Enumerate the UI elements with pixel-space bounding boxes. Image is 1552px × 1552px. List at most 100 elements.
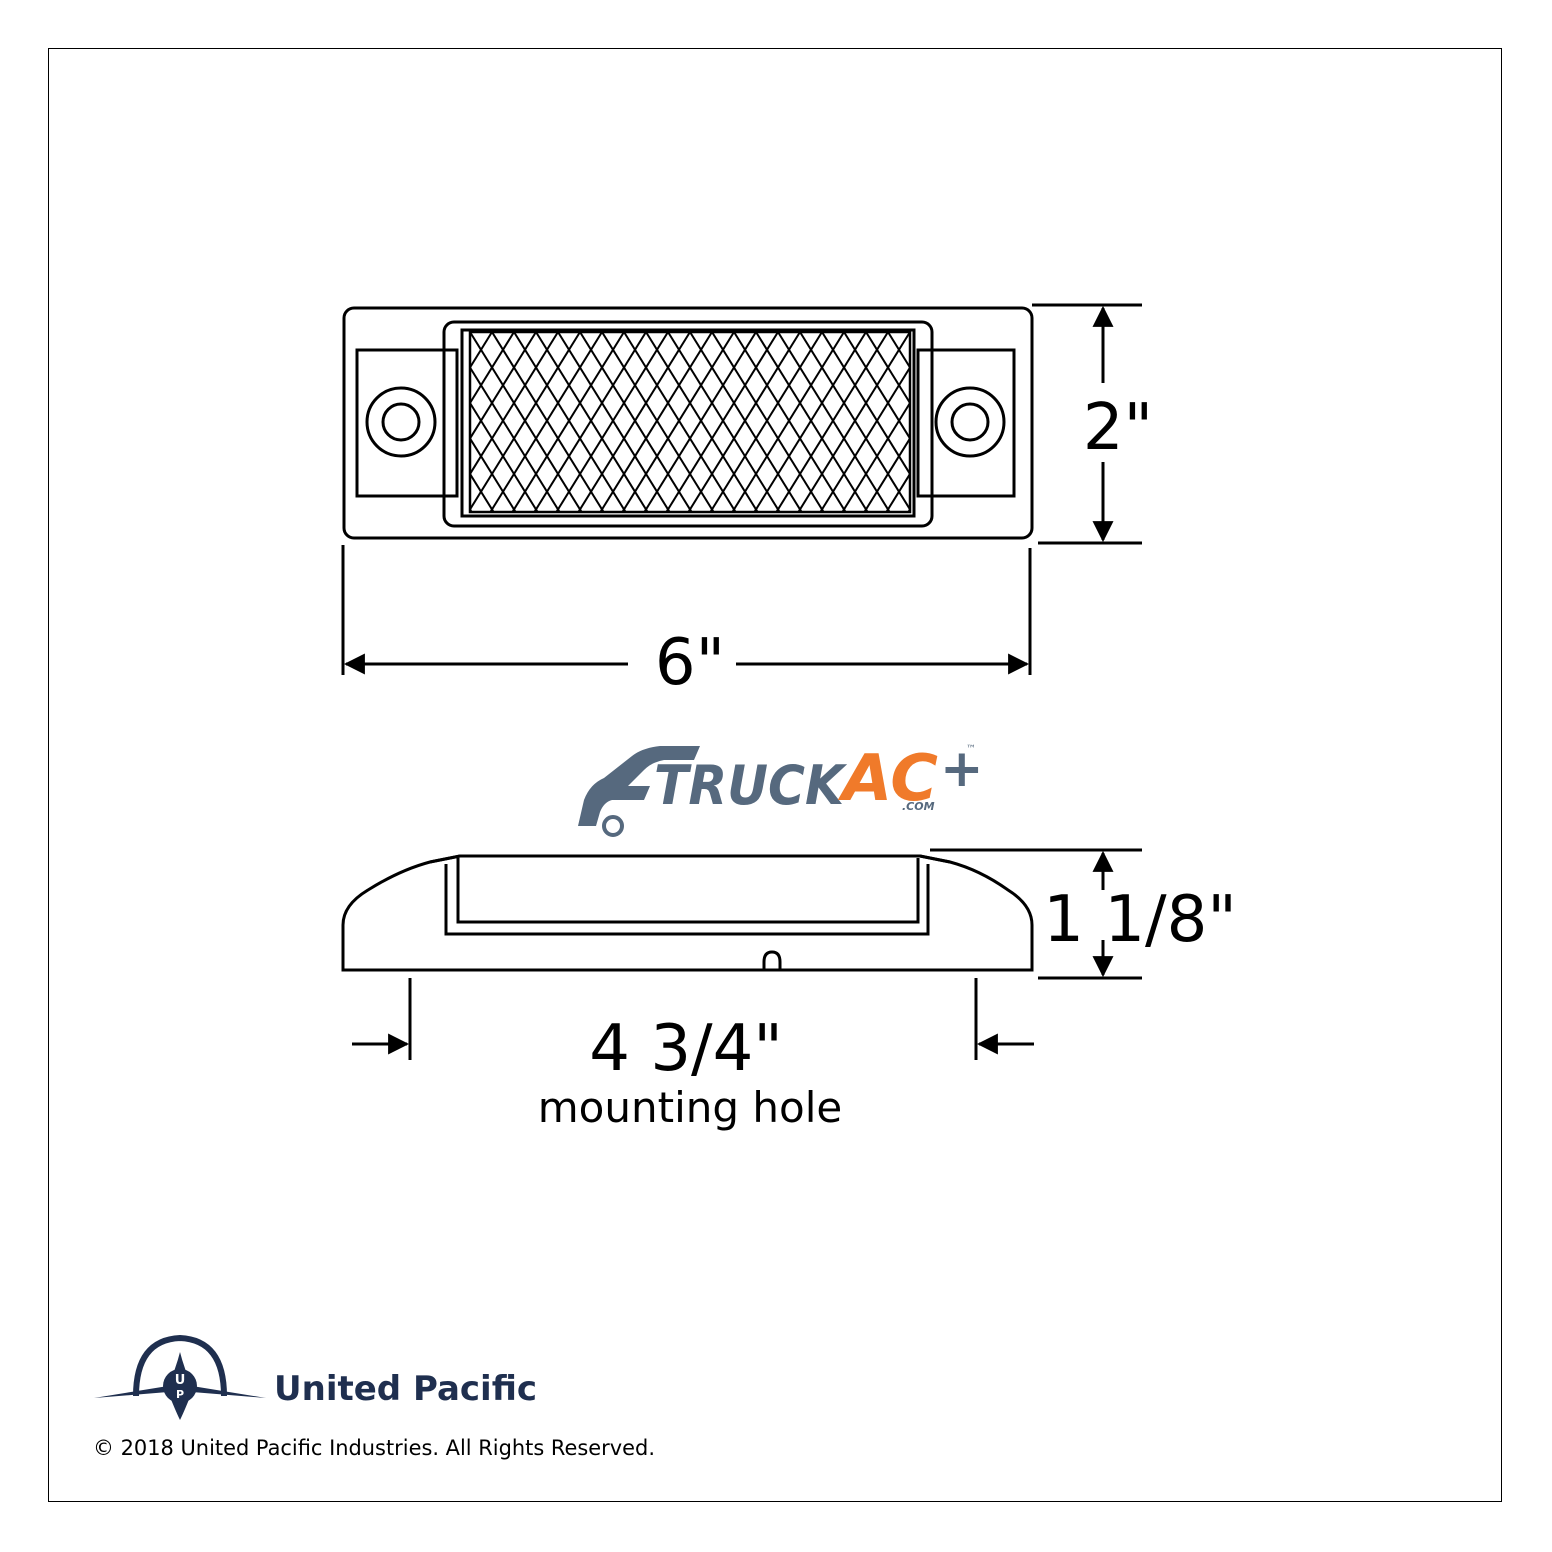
mesh-line xyxy=(885,472,910,512)
mesh-line xyxy=(535,332,649,512)
mount-hole-left-outer xyxy=(365,386,437,458)
reflector-diamond-pattern xyxy=(0,332,1440,512)
mesh-line xyxy=(533,332,647,512)
mesh-line xyxy=(28,332,140,512)
mesh-line xyxy=(470,365,561,512)
mesh-line xyxy=(865,332,910,405)
mesh-line xyxy=(204,332,316,512)
mesh-line xyxy=(1194,332,1306,512)
mesh-line xyxy=(887,332,910,370)
mesh-line xyxy=(138,332,250,512)
depth-dimension xyxy=(930,848,1142,980)
mesh-line xyxy=(0,332,76,512)
mesh-line xyxy=(1328,332,1440,512)
mesh-line xyxy=(52,332,164,512)
mesh-line xyxy=(1172,332,1284,512)
mesh-line xyxy=(821,332,910,476)
mesh-line xyxy=(94,332,206,512)
mesh-line xyxy=(74,332,186,512)
mesh-line xyxy=(228,332,340,512)
reflector-area xyxy=(468,330,912,514)
mesh-line xyxy=(182,332,294,512)
mesh-line xyxy=(8,332,120,512)
mesh-line xyxy=(775,332,889,512)
logo-arc-icon xyxy=(133,1334,227,1397)
mesh-line xyxy=(797,332,910,512)
truck-silhouette-icon xyxy=(578,746,700,826)
mount-tab-left xyxy=(355,348,459,498)
mesh-line xyxy=(0,332,8,512)
mesh-line xyxy=(755,332,869,512)
mesh-line xyxy=(470,332,471,334)
mesh-line xyxy=(1152,332,1264,512)
mesh-line xyxy=(863,436,910,512)
mesh-line xyxy=(777,332,891,512)
mesh-line xyxy=(974,332,1086,512)
mount-tab-right xyxy=(916,348,1016,498)
mesh-line xyxy=(623,332,737,512)
mesh-line xyxy=(555,332,669,512)
mesh-line xyxy=(1284,332,1396,512)
mesh-line xyxy=(0,332,30,512)
united-pacific-logo: U P xyxy=(94,1334,266,1420)
mesh-line xyxy=(336,332,448,512)
mesh-line xyxy=(162,332,274,512)
mesh-line xyxy=(184,332,296,512)
watermark-truck: TRUCK xyxy=(654,754,848,817)
mesh-line xyxy=(1216,332,1328,512)
mesh-line xyxy=(470,332,493,370)
height-dimension xyxy=(1032,303,1142,545)
truckac-watermark: TRUCK AC + ™ .COM xyxy=(578,739,984,837)
mesh-line xyxy=(930,332,1042,512)
mount-hole-right-inner xyxy=(950,402,990,442)
mesh-line xyxy=(0,332,74,512)
mesh-line xyxy=(0,332,52,512)
mesh-line xyxy=(118,332,230,512)
mesh-line xyxy=(511,332,625,512)
mesh-line xyxy=(1306,332,1418,512)
wire-exit-notch xyxy=(762,950,782,970)
mesh-line xyxy=(0,332,32,512)
mesh-line xyxy=(206,332,318,512)
mounting-hole-label: 4 3/4" xyxy=(589,1012,783,1086)
mesh-line xyxy=(292,332,404,512)
mesh-line xyxy=(952,332,1064,512)
copyright-notice: © 2018 United Pacific Industries. All Ri… xyxy=(93,1436,655,1460)
watermark-com: .COM xyxy=(902,800,935,813)
mesh-line xyxy=(470,507,473,512)
side-lip-right xyxy=(919,854,951,864)
width-label: 6" xyxy=(655,626,725,700)
mesh-line xyxy=(579,332,693,512)
mesh-line xyxy=(643,332,757,512)
mesh-line xyxy=(72,332,184,512)
mesh-line xyxy=(709,332,823,512)
watermark-tm: ™ xyxy=(966,744,976,755)
mesh-line xyxy=(954,332,1066,512)
mesh-line xyxy=(689,332,803,512)
side-view xyxy=(341,854,1034,972)
mesh-line xyxy=(489,332,603,512)
side-lip-left xyxy=(429,854,461,864)
mesh-line xyxy=(470,332,537,441)
mesh-line xyxy=(316,332,428,512)
mesh-line xyxy=(1262,332,1374,512)
mesh-line xyxy=(665,332,779,512)
mesh-line xyxy=(270,332,382,512)
mesh-line xyxy=(841,401,910,512)
mesh-line xyxy=(753,332,867,512)
mesh-line xyxy=(513,332,627,512)
mesh-line xyxy=(621,332,735,512)
mesh-line xyxy=(711,332,825,512)
mesh-line xyxy=(0,332,54,512)
mesh-line xyxy=(140,332,252,512)
mesh-line xyxy=(687,332,801,512)
mesh-line xyxy=(226,332,338,512)
height-label: 2" xyxy=(1083,391,1153,465)
mesh-line xyxy=(470,332,559,476)
watermark-ac: AC xyxy=(837,742,938,816)
mesh-line xyxy=(843,332,910,441)
mesh-line xyxy=(799,332,910,512)
watermark-plus: + xyxy=(940,739,984,799)
mesh-line xyxy=(160,332,272,512)
mesh-line xyxy=(491,332,605,512)
